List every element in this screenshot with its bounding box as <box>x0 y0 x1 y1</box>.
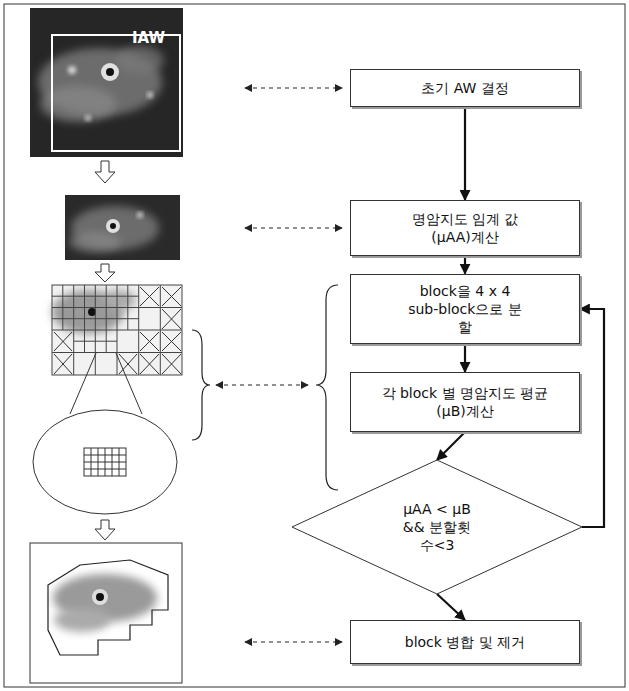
block-grid-image <box>52 285 182 375</box>
outer-frame <box>4 4 625 687</box>
flow-arrow <box>464 344 466 372</box>
process-box: 초기 AW 결정 <box>350 69 580 107</box>
cropped-image <box>65 195 180 260</box>
process-box: block을 4 x 4 sub-block으로 분할 <box>350 274 580 345</box>
zoom-callout <box>33 353 177 514</box>
flow-arrow <box>437 432 465 460</box>
result-image <box>30 543 182 683</box>
node-text: block을 4 x 4 sub-block으로 분할 <box>404 282 526 337</box>
node-text: block 병합 및 제거 <box>405 633 526 651</box>
decision-diamond: μAA < μB && 분할횟수<3 <box>292 460 582 594</box>
node-text: 초기 AW 결정 <box>421 79 509 97</box>
process-box: 각 block 별 명암지도 평균(μB)계산 <box>350 372 580 432</box>
node-text: 명암지도 임계 값(μAA)계산 <box>400 210 530 246</box>
process-box: block 병합 및 제거 <box>350 620 580 664</box>
node-text: μAA < μB && 분할횟수<3 <box>397 500 477 555</box>
image-label: IAW <box>132 29 165 47</box>
flow-arrow <box>464 107 466 200</box>
flow-arrow <box>580 309 604 527</box>
satellite-image <box>30 8 183 157</box>
brace <box>192 285 338 490</box>
process-box: 명암지도 임계 값(μAA)계산 <box>350 200 580 256</box>
node-text: 각 block 별 명암지도 평균(μB)계산 <box>380 384 550 420</box>
flow-arrow <box>437 594 465 620</box>
dashed-correspondence-arrow <box>216 88 342 642</box>
flow-arrow <box>464 256 466 274</box>
